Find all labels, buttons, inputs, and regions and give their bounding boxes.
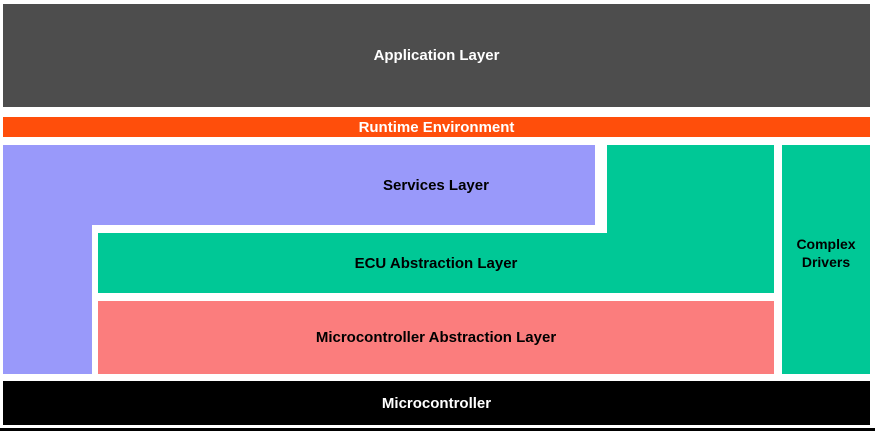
complex-drivers-label: Complex Drivers <box>782 145 870 374</box>
microcontroller-abstraction-layer-block: Microcontroller Abstraction Layer <box>98 301 774 374</box>
services-layer-horizontal-arm <box>3 145 595 225</box>
microcontroller-block: Microcontroller <box>3 381 870 425</box>
application-layer-label: Application Layer <box>373 47 500 64</box>
application-layer-block: Application Layer <box>3 4 870 107</box>
runtime-environment-bar: Runtime Environment <box>3 117 870 137</box>
bottom-border-line <box>0 428 875 431</box>
complex-drivers-label-line2: Drivers <box>801 253 851 270</box>
services-layer-label: Services Layer <box>383 176 489 194</box>
microcontroller-label: Microcontroller <box>381 394 492 412</box>
ecu-abstraction-layer-label: ECU Abstraction Layer <box>354 254 518 272</box>
runtime-environment-label: Runtime Environment <box>358 118 515 136</box>
ecu-abstraction-bar <box>98 233 774 293</box>
complex-drivers-block: Complex Drivers <box>782 145 870 374</box>
microcontroller-abstraction-layer-label: Microcontroller Abstraction Layer <box>315 329 557 346</box>
complex-drivers-label-line1: Complex <box>796 235 856 252</box>
